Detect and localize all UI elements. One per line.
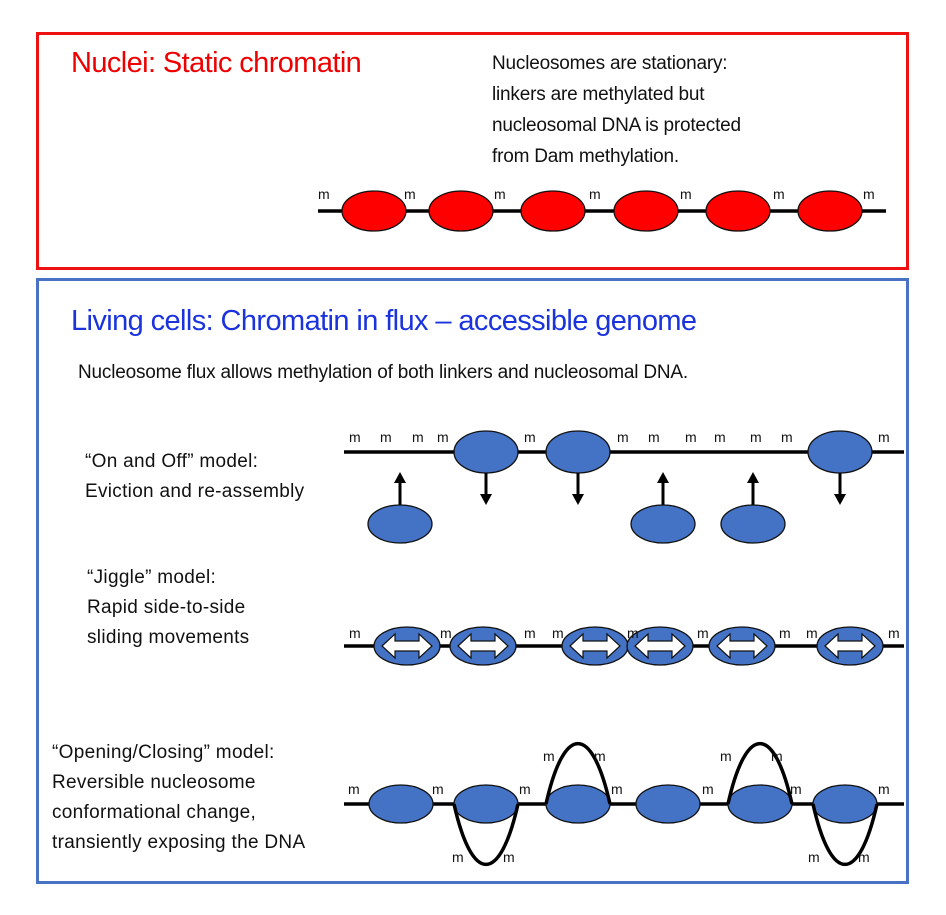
- flux-panel-title: Living cells: Chromatin in flux – access…: [71, 305, 697, 337]
- flux-panel-description: Nucleosome flux allows methylation of bo…: [78, 362, 688, 383]
- model-label-line: sliding movements: [87, 627, 250, 648]
- description-line: linkers are methylated but: [492, 84, 705, 105]
- flux-chromatin-panel: [36, 278, 909, 884]
- model-label-line: “On and Off” model:: [85, 451, 259, 472]
- description-line: from Dam methylation.: [492, 146, 679, 167]
- on-off-model-label: “On and Off” model: Eviction and re-asse…: [85, 447, 304, 507]
- model-label-line: “Jiggle” model:: [87, 567, 217, 588]
- static-panel-description: Nucleosomes are stationary: linkers are …: [492, 48, 741, 172]
- opening-closing-model-label: “Opening/Closing” model: Reversible nucl…: [52, 738, 305, 858]
- static-chromatin-panel: [36, 32, 909, 270]
- model-label-line: Reversible nucleosome: [52, 772, 256, 793]
- model-label-line: conformational change,: [52, 802, 257, 823]
- model-label-line: Rapid side-to-side: [87, 597, 246, 618]
- model-label-line: “Opening/Closing” model:: [52, 742, 275, 763]
- description-line: nucleosomal DNA is protected: [492, 115, 741, 136]
- description-line: Nucleosomes are stationary:: [492, 53, 728, 74]
- jiggle-model-label: “Jiggle” model: Rapid side-to-side slidi…: [87, 563, 249, 653]
- model-label-line: Eviction and re-assembly: [85, 481, 305, 502]
- static-panel-title: Nuclei: Static chromatin: [71, 47, 362, 79]
- model-label-line: transiently exposing the DNA: [52, 832, 306, 853]
